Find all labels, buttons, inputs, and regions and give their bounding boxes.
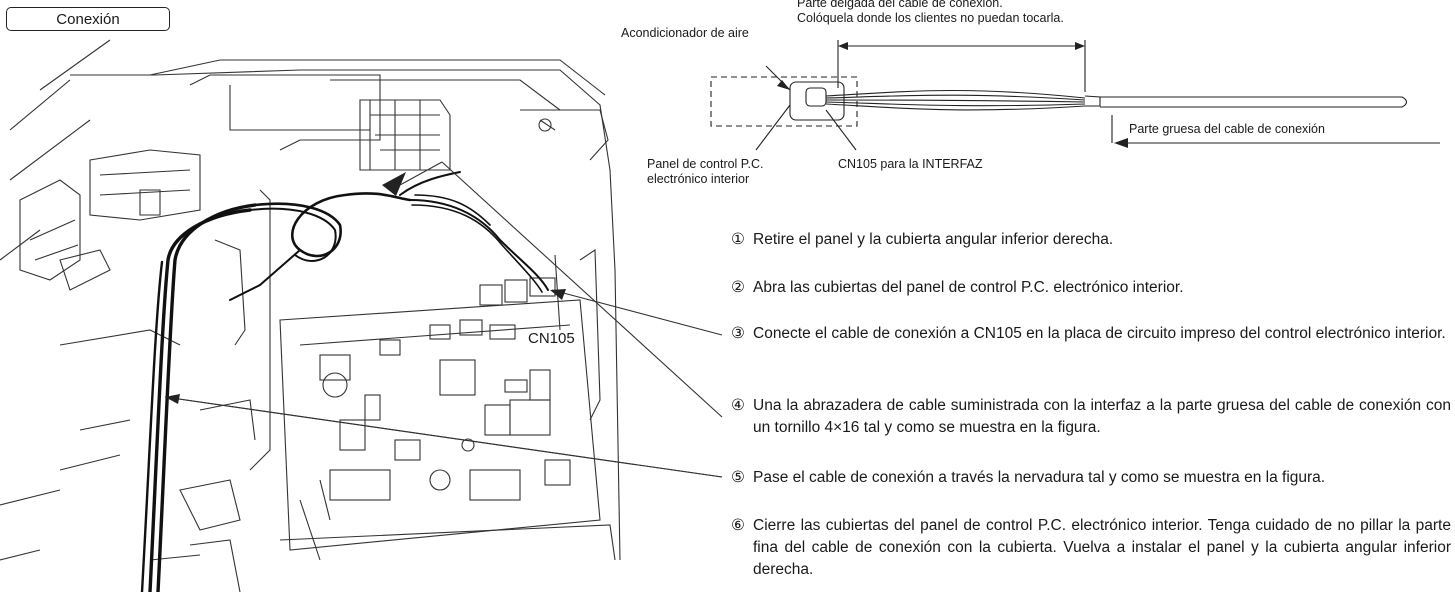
step-1: ① Retire el panel y la cubierta angular …	[731, 231, 1114, 248]
thin-part-label-line1: Parte delgada del cable de conexión.	[797, 0, 1003, 10]
cn105-photo-label: CN105	[527, 330, 576, 347]
step-pointer-lines	[164, 161, 723, 478]
panel-label-line1: Panel de control P.C.	[647, 157, 764, 171]
cn105-connector	[805, 87, 827, 107]
unit-line-art	[0, 39, 621, 592]
connection-cable	[140, 171, 549, 592]
pointer-arrowheads	[165, 172, 566, 404]
thin-part-label-line2: Colóquela donde los clientes no puedan t…	[797, 11, 1064, 25]
step-2: ② Abra las cubiertas del panel de contro…	[731, 279, 1184, 296]
top-schematic	[710, 40, 1440, 151]
cn105-interface-label: CN105 para la INTERFAZ	[838, 157, 983, 171]
section-tag: Conexión	[6, 7, 170, 31]
schematic-arrows	[777, 42, 1128, 148]
air-conditioner-label: Acondicionador de aire	[621, 26, 749, 40]
step-5: ⑤ Pase el cable de conexión a través la …	[731, 469, 1326, 486]
step-4: ④ Una la abrazadera de cable suministrad…	[731, 397, 1451, 436]
air-conditioner-outline	[710, 76, 858, 127]
step-6: ⑥ Cierre las cubiertas del panel de cont…	[731, 517, 1451, 578]
panel-label-line2: electrónico interior	[647, 172, 750, 186]
step-3: ③ Conecte el cable de conexión a CN105 e…	[731, 325, 1446, 342]
thick-part-label: Parte gruesa del cable de conexión	[1129, 122, 1325, 136]
control-panel-box	[789, 81, 845, 121]
